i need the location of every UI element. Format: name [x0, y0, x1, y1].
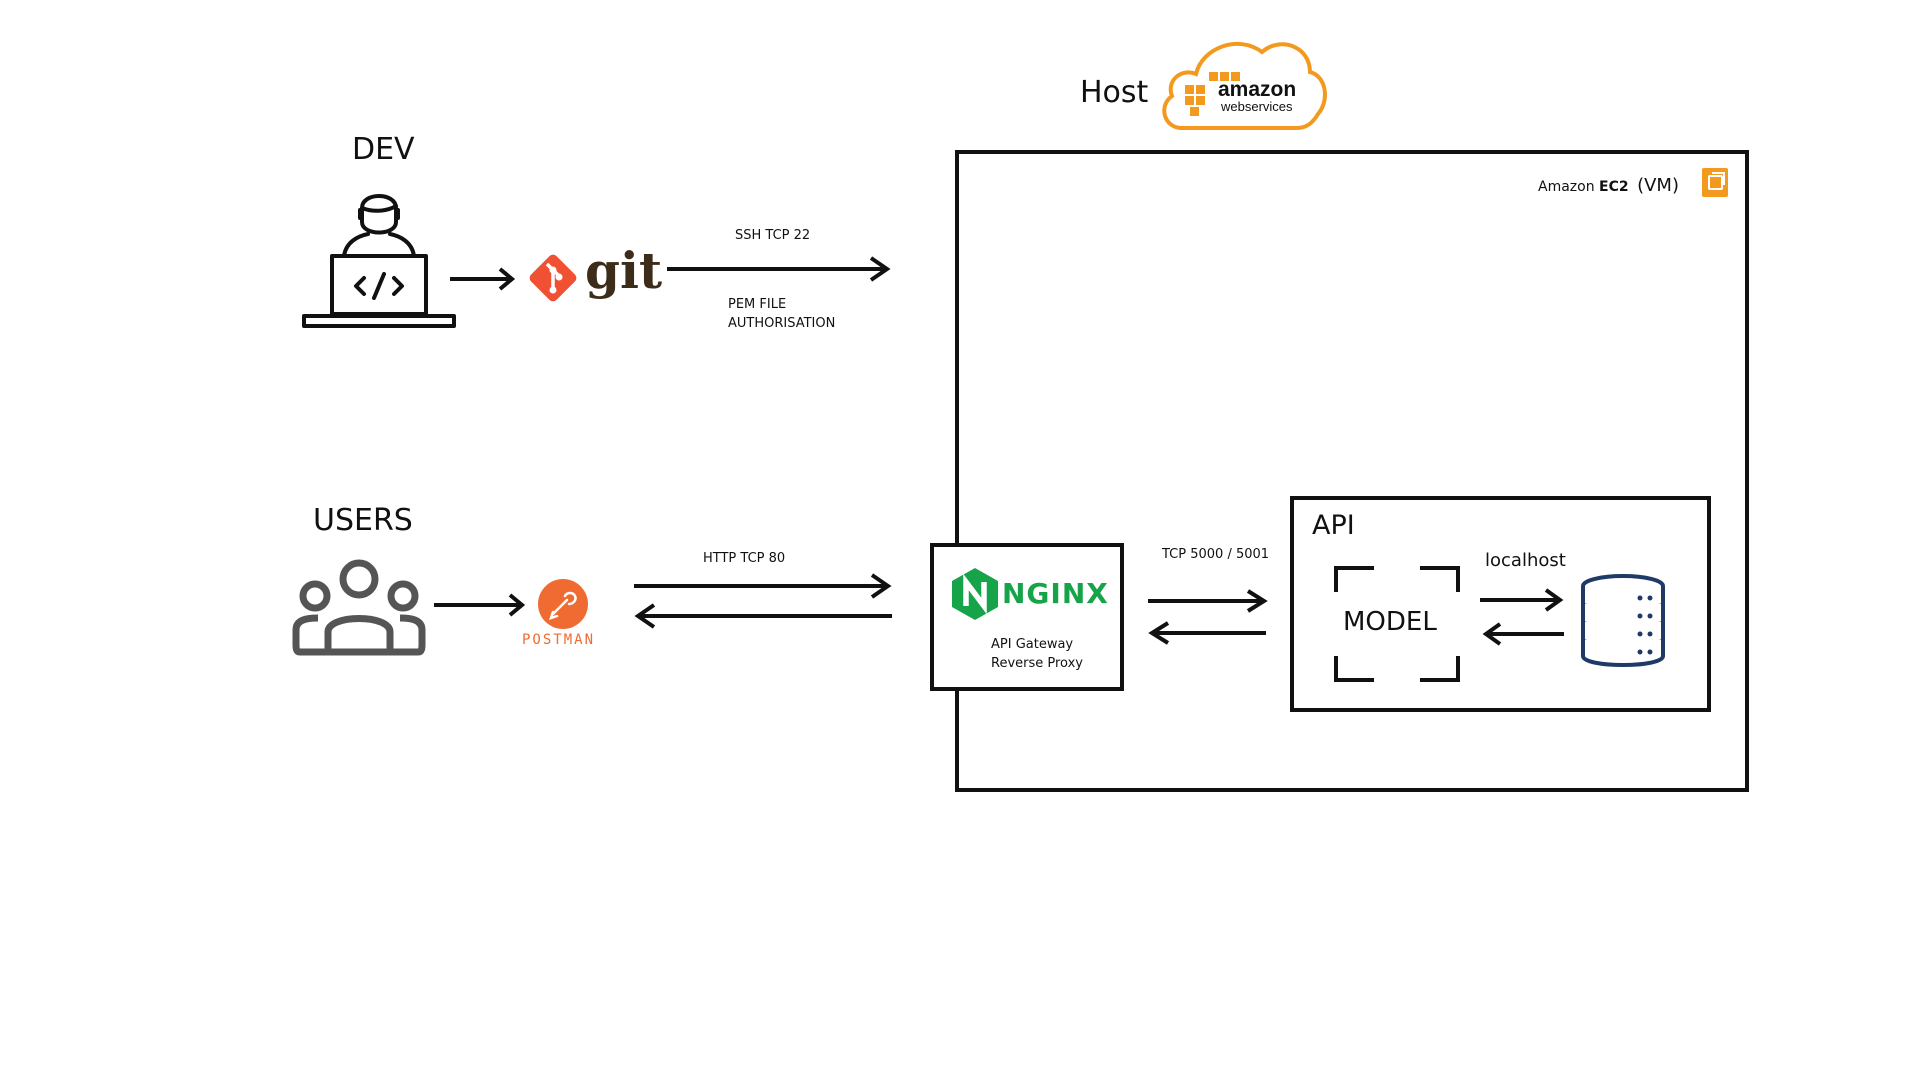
model-db-arrows: [1480, 588, 1564, 646]
ec2-label: Amazon EC2 (VM): [1538, 175, 1679, 196]
ec2-icon: [1702, 168, 1728, 197]
tcp-internal-label: TCP 5000 / 5001: [1162, 547, 1270, 562]
authorisation-label: AUTHORISATION: [728, 316, 836, 331]
ec2-name: EC2: [1599, 179, 1629, 195]
nginx-icon: [952, 568, 998, 620]
pem-file-label: PEM FILE: [728, 297, 787, 312]
dev-to-git-arrow: [450, 267, 516, 291]
aws-smile-icon: [1228, 100, 1288, 112]
git-label: git: [585, 241, 663, 300]
localhost-label: localhost: [1485, 550, 1566, 571]
http-protocol-label: HTTP TCP 80: [703, 551, 786, 566]
ec2-instance-box: [955, 150, 1749, 792]
nginx-line1: API Gateway: [991, 637, 1074, 652]
api-label: API: [1312, 510, 1355, 541]
developer-laptop-icon: [302, 194, 456, 328]
postman-label: POSTMAN: [522, 632, 596, 648]
http-arrows: [634, 573, 892, 629]
nginx-api-arrows: [1148, 589, 1268, 645]
nginx-logo-text: NGINX: [1002, 577, 1109, 610]
aws-logo-sub: webservices: [1221, 99, 1293, 114]
users-label: USERS: [313, 503, 413, 538]
api-box: [1290, 496, 1711, 712]
ec2-prefix: Amazon: [1538, 179, 1595, 195]
aws-cloud-icon: [1162, 41, 1327, 130]
postman-icon: [538, 579, 588, 629]
model-frame: [1334, 566, 1460, 682]
ssh-protocol-label: SSH TCP 22: [735, 228, 811, 243]
host-label: Host: [1080, 75, 1149, 110]
database-icon: [1581, 574, 1665, 667]
nginx-box: [930, 543, 1124, 691]
users-to-postman-arrow: [434, 593, 526, 617]
ec2-suffix: (VM): [1637, 175, 1679, 196]
git-icon: [529, 254, 577, 302]
model-label: MODEL: [1343, 607, 1437, 637]
aws-logo-main: amazon: [1218, 78, 1297, 101]
ssh-arrow: [667, 256, 891, 282]
dev-label: DEV: [352, 132, 415, 167]
users-group-icon: [292, 559, 426, 656]
nginx-line2: Reverse Proxy: [991, 656, 1083, 671]
